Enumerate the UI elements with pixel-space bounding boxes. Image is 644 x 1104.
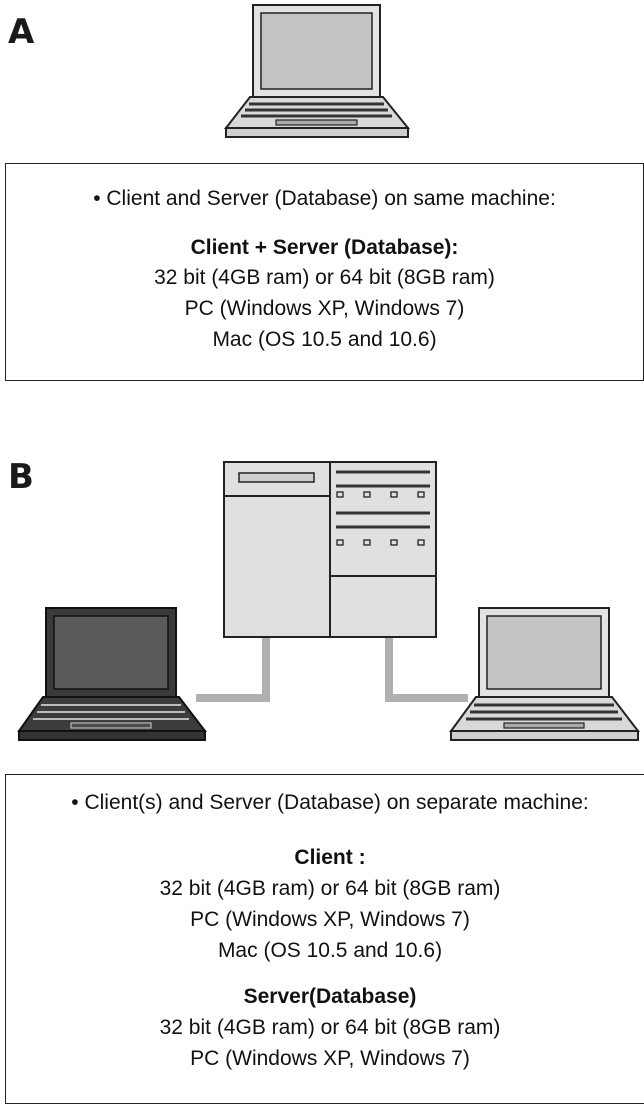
panel-label-a: A (8, 12, 35, 52)
server-spec-line: 32 bit (4GB ram) or 64 bit (8GB ram) (159, 1016, 501, 1039)
network-cable (196, 637, 468, 702)
laptop-icon (449, 607, 641, 741)
client-heading: Client : (294, 846, 366, 869)
panel-a-heading: Client + Server (Database): (190, 236, 459, 259)
panel-b-spec-box: • Client(s) and Server (Database) on sep… (5, 774, 644, 1104)
panel-a-spec-box: • Client and Server (Database) on same m… (5, 163, 644, 381)
panel-label-b: B (8, 457, 34, 497)
panel-a-spec-line: 32 bit (4GB ram) or 64 bit (8GB ram) (154, 266, 495, 289)
server-spec-line: PC (Windows XP, Windows 7) (190, 1047, 470, 1070)
client-spec-line: Mac (OS 10.5 and 10.6) (217, 939, 443, 962)
panel-a-spec-line: PC (Windows XP, Windows 7) (184, 297, 465, 320)
client-spec-line: 32 bit (4GB ram) or 64 bit (8GB ram) (159, 877, 501, 900)
laptop-icon (17, 607, 208, 741)
panel-a-spec-line: Mac (OS 10.5 and 10.6) (212, 328, 437, 351)
client-spec-line: PC (Windows XP, Windows 7) (190, 908, 470, 931)
panel-a-bullet-text: • Client and Server (Database) on same m… (93, 187, 556, 210)
server-heading: Server(Database) (243, 985, 417, 1008)
server-tower-icon (223, 461, 437, 638)
laptop-icon (223, 4, 411, 138)
panel-b-bullet-text: • Client(s) and Server (Database) on sep… (71, 791, 589, 814)
